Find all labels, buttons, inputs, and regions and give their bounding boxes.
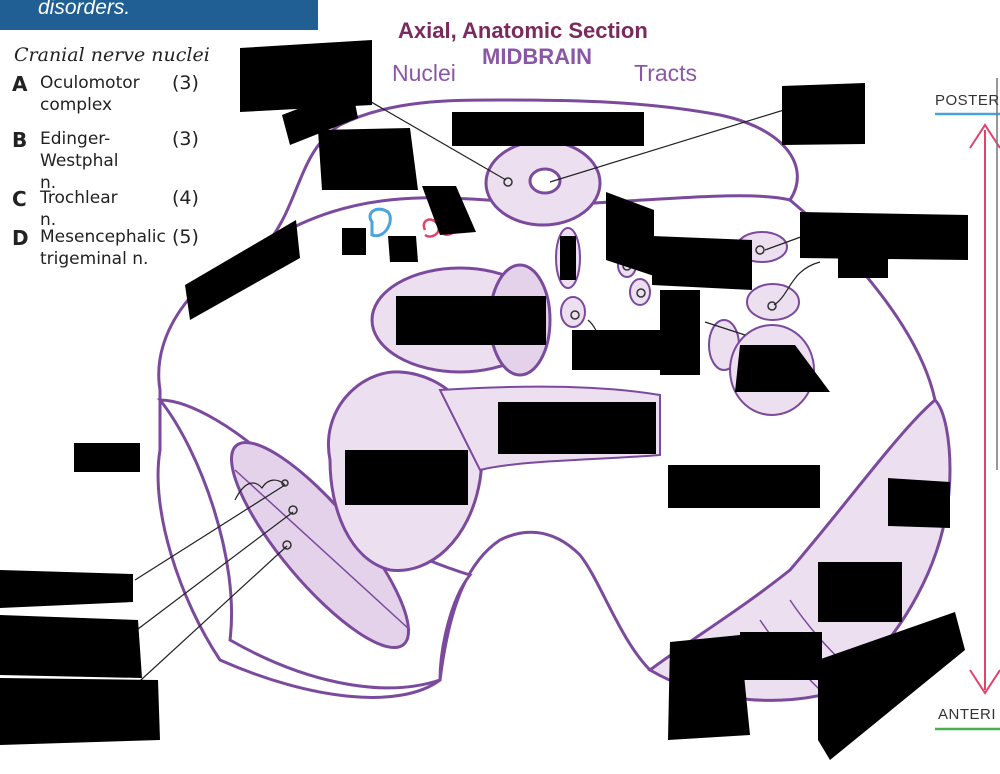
marker-circle xyxy=(636,288,646,298)
legend-name: Edinger- Westphal n. xyxy=(40,128,119,194)
posterior-label: POSTER xyxy=(935,92,1000,109)
legend-number: (4) xyxy=(172,187,199,209)
legend-number: (3) xyxy=(172,72,199,94)
tracts-label: Tracts xyxy=(634,60,698,86)
nuclei-label: Nuclei xyxy=(392,60,456,86)
legend-name: Trochlear n. xyxy=(40,187,118,231)
legend-line2: Westphal n. xyxy=(40,151,119,193)
header-banner xyxy=(0,0,318,30)
legend-name: Mesencephalic trigeminal n. xyxy=(40,226,166,270)
diagram-title: Axial, Anatomic Section xyxy=(398,18,648,43)
nucleus-marker xyxy=(503,177,513,187)
blue-nucleus xyxy=(368,207,392,238)
legend-letter: A xyxy=(12,72,28,96)
legend-name: Oculomotor complex xyxy=(40,72,140,116)
legend-line2: trigeminal n. xyxy=(40,249,149,269)
legend-line1: Trochlear n. xyxy=(40,188,118,230)
leader-brace xyxy=(234,479,286,501)
header-text: disorders. xyxy=(38,0,131,19)
marker-circle xyxy=(282,540,292,550)
leader-line xyxy=(129,511,294,636)
legend-line2: complex xyxy=(40,95,113,115)
marker-circle xyxy=(767,301,777,311)
crus-fiber xyxy=(234,469,411,631)
legend-line1: Oculomotor xyxy=(40,73,140,93)
leader-line xyxy=(704,321,746,336)
legend-line1: Edinger- xyxy=(40,129,111,149)
leader-line xyxy=(549,104,801,183)
leader-line xyxy=(129,545,288,691)
legend-line1: Mesencephalic xyxy=(40,227,166,247)
marker-circle xyxy=(288,505,298,515)
legend-number: (5) xyxy=(172,226,199,248)
legend-letter: C xyxy=(12,187,27,211)
leader-line xyxy=(134,484,286,581)
marker-circle xyxy=(755,245,765,255)
diagram-subtitle: MIDBRAIN xyxy=(482,44,592,69)
redactions xyxy=(0,40,968,760)
legend-letter: D xyxy=(12,226,29,250)
legend-title: Cranial nerve nuclei xyxy=(14,44,210,66)
small-nucleus-4 xyxy=(629,278,651,306)
marker-circle xyxy=(570,310,580,320)
legend-letter: B xyxy=(12,128,28,152)
legend-number: (3) xyxy=(172,128,199,150)
cerebral-aqueduct xyxy=(528,167,562,195)
leader-line xyxy=(773,261,821,306)
anterior-label: ANTERI xyxy=(938,706,997,723)
orientation-arrow-head-top xyxy=(969,123,1000,149)
orientation-arrow-head-bottom xyxy=(969,669,1000,695)
